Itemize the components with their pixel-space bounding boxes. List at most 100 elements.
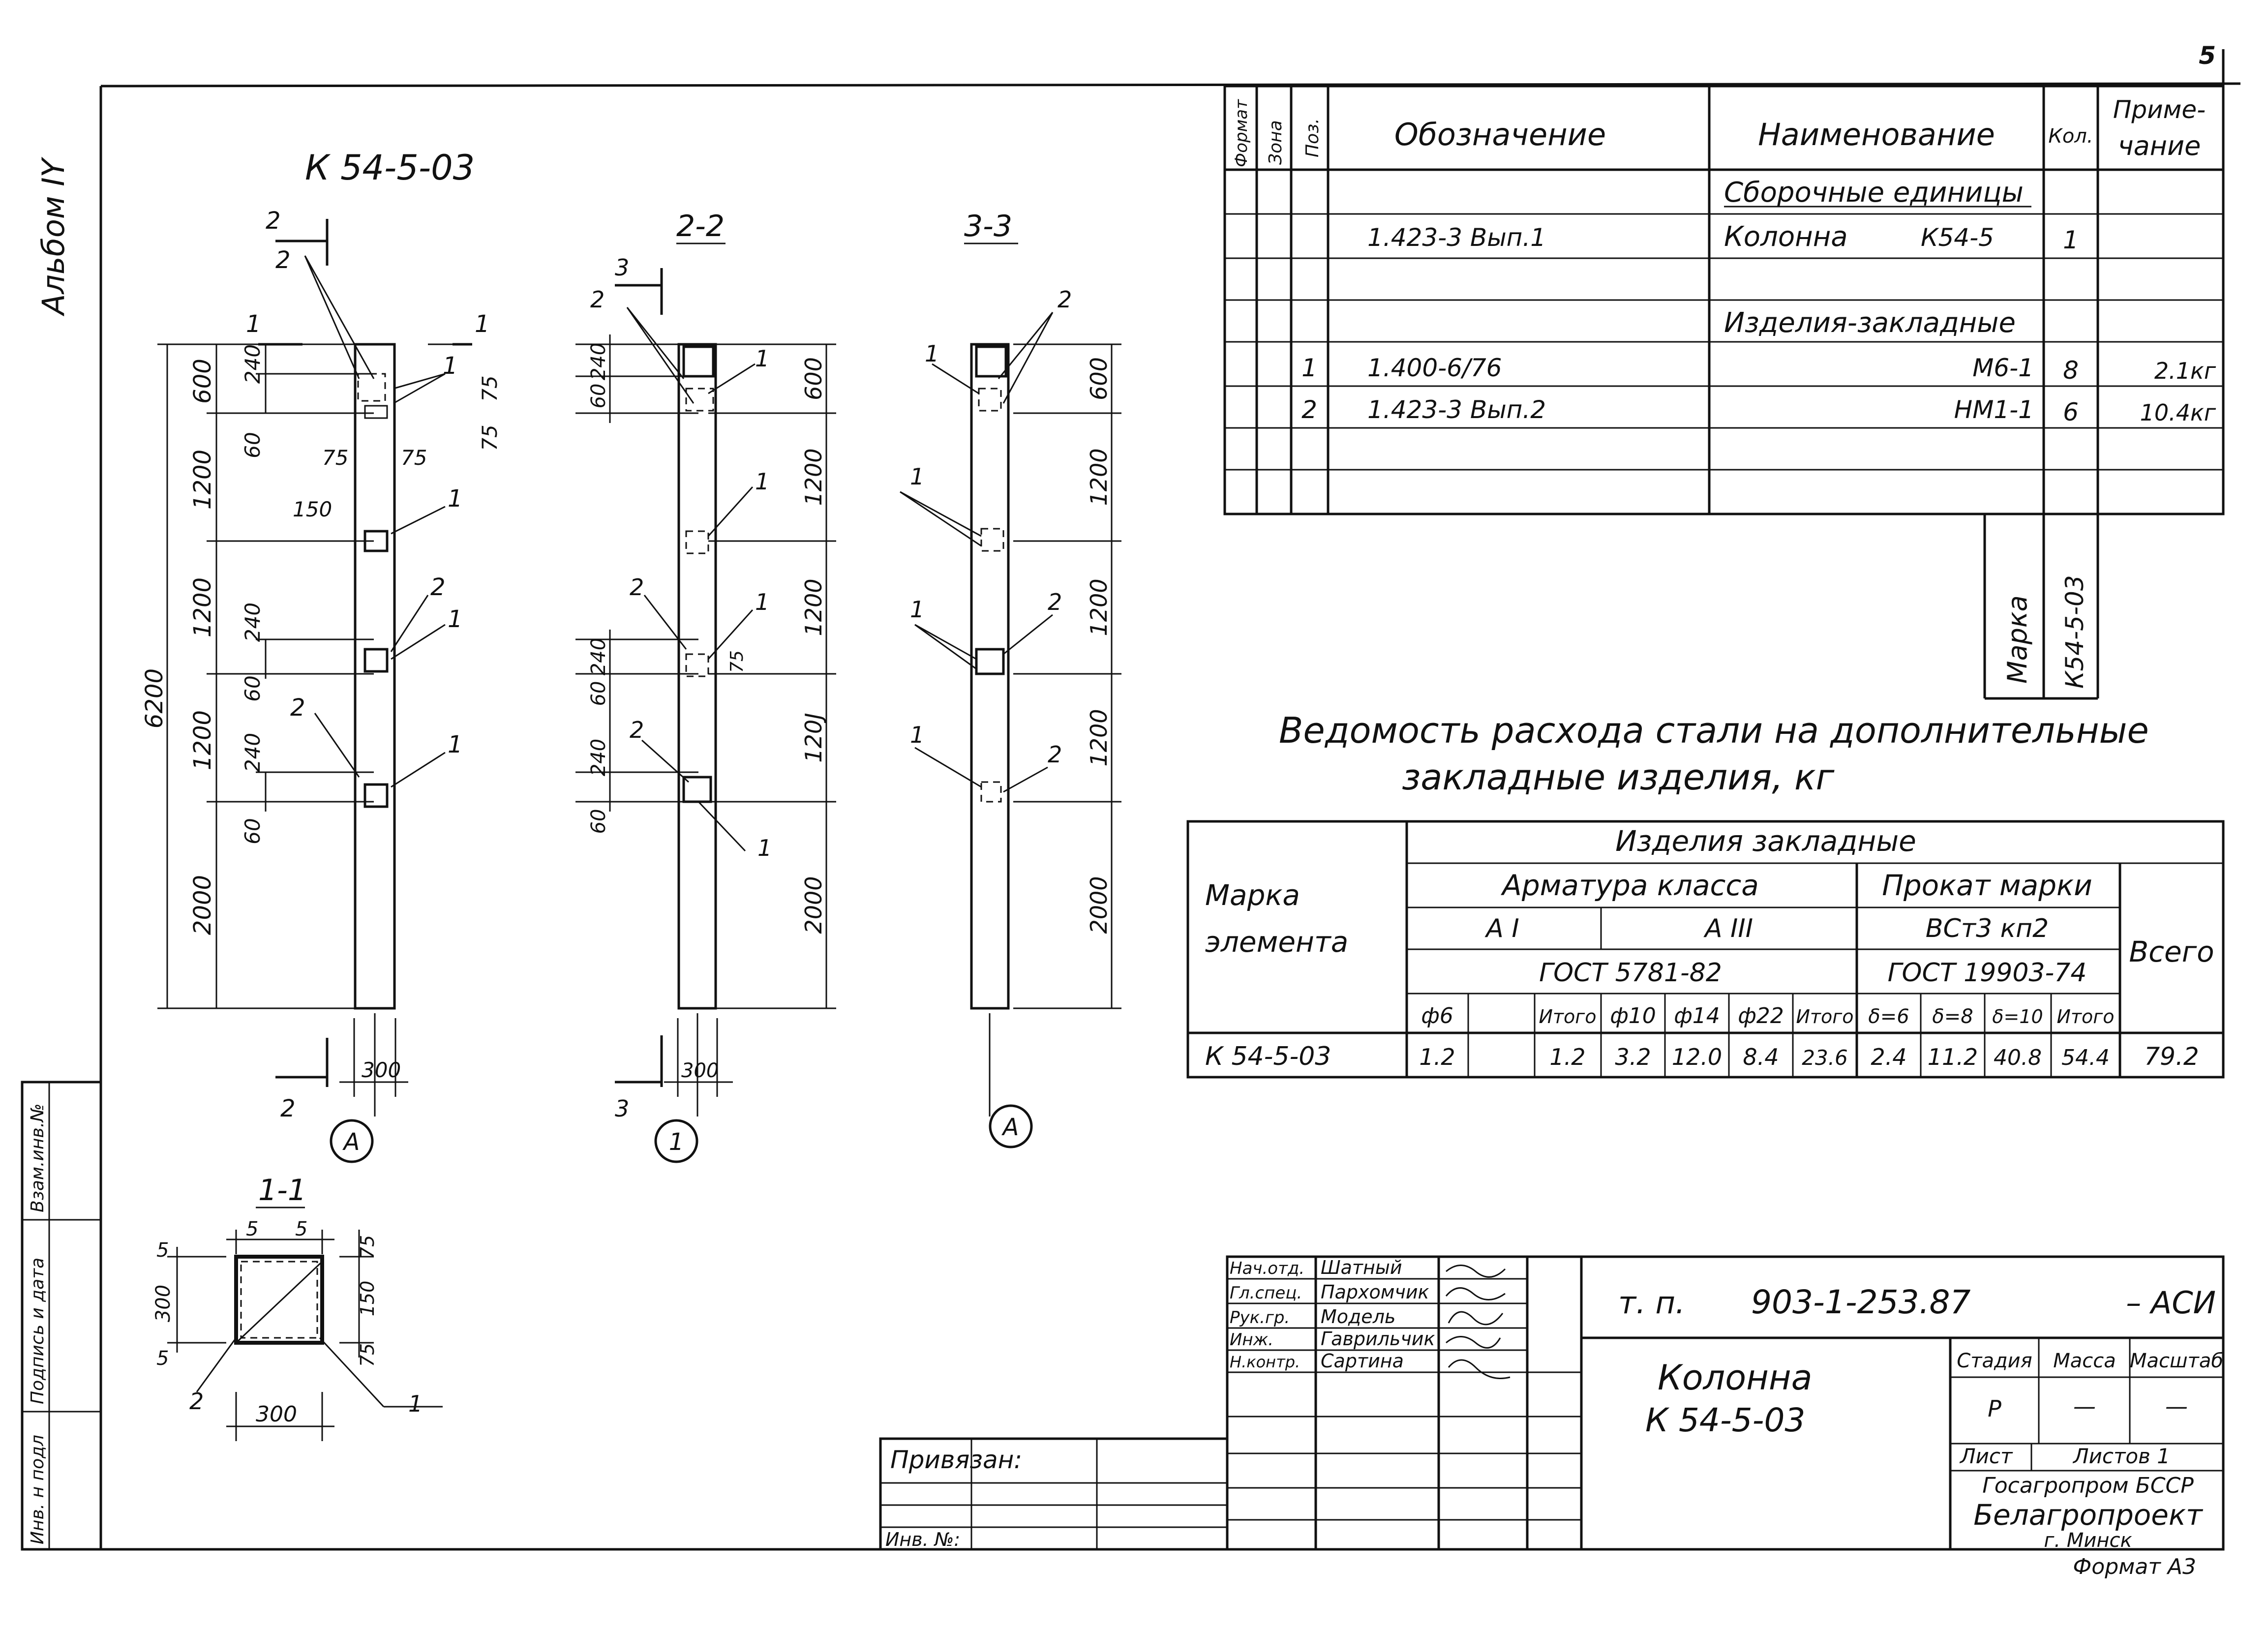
tb-org-city: г. Минск — [2044, 1529, 2132, 1552]
steel-val-0: 1.2 — [1419, 1044, 1455, 1070]
steel-h-izdelia: Изделия закладные — [1615, 824, 1916, 858]
steel-h-prokat: Прокат марки — [1882, 869, 2092, 902]
spec-h-format: Формат — [1232, 99, 1251, 167]
cut-2-top-label: 2 — [266, 207, 281, 235]
spec-table — [1223, 85, 2225, 700]
tb-role-4: Н.контр. — [1230, 1353, 1300, 1371]
section-1-1-view — [167, 1230, 443, 1441]
steel-title-1: Ведомость расхода стали на дополнительны… — [1279, 710, 2149, 751]
section-3-3-title: 3-3 — [964, 209, 1012, 243]
s22-dim-240-c: 240 — [587, 739, 610, 776]
steel-sub-3: ф10 — [1610, 1003, 1656, 1028]
section-1-1-title: 1-1 — [258, 1173, 306, 1207]
dim-240-b: 240 — [241, 603, 265, 642]
elev-pos-2-c: 2 — [290, 694, 305, 722]
s22-dim-1200-b: 1200 — [800, 578, 827, 636]
s11-dim-300-bottom: 300 — [256, 1402, 297, 1427]
s22-dim-2000: 2000 — [800, 876, 827, 934]
tb-role-3: Инж. — [1230, 1330, 1273, 1350]
s33-pos-1-a: 1 — [925, 340, 939, 367]
axis-bubble-1 — [654, 1119, 698, 1163]
steel-h-armatura: Арматура класса — [1500, 869, 1759, 902]
dim-1200-b: 1200 — [189, 577, 216, 637]
tb-listov-label: Листов 1 — [2072, 1444, 2170, 1468]
s33-pos-2-a: 2 — [1058, 286, 1072, 313]
steel-sub-7: δ=6 — [1868, 1005, 1909, 1028]
steel-sub-9: δ=10 — [1992, 1006, 2043, 1027]
steel-table — [1186, 820, 2225, 1079]
s11-dim-300-left: 300 — [152, 1285, 175, 1322]
tb-name-0: Шатный — [1321, 1257, 1402, 1278]
cut-1-left-label: 1 — [246, 310, 261, 338]
elev-pos-1-d: 1 — [448, 731, 463, 758]
dim-1200-a: 1200 — [189, 450, 216, 510]
tb-massa: — — [2073, 1393, 2096, 1419]
s22-dim-60-c: 60 — [587, 809, 610, 834]
spec-h-zona: Зона — [1266, 120, 1286, 165]
spec-row-4-obozn: 1.400-6/76 — [1367, 354, 1502, 382]
tb-org-1: Госагропром БССР — [1982, 1473, 2194, 1498]
s11-pos-1: 1 — [408, 1390, 423, 1417]
spec-h-oboznachenie: Обозначение — [1394, 117, 1606, 152]
steel-val-7: 2.4 — [1871, 1044, 1906, 1070]
dim-1200-c: 1200 — [189, 710, 216, 770]
steel-h-vst: ВСт3 кп2 — [1926, 914, 2049, 943]
axis-a-label: А — [342, 1128, 360, 1156]
s22-dim-240-b: 240 — [587, 638, 610, 675]
steel-sub-4: ф14 — [1674, 1003, 1720, 1028]
dim-75-a: 75 — [322, 446, 348, 470]
tb-list-label: Лист — [1959, 1444, 2013, 1468]
s22-pos-1-b: 1 — [755, 468, 769, 495]
section-3-3-view — [900, 312, 1121, 1117]
s33-pos-1-d: 1 — [910, 722, 924, 748]
spec-row-4-prim: 2.1кг — [2154, 358, 2216, 384]
steel-val-3: 3.2 — [1615, 1044, 1651, 1070]
stamp-inv-podl: Инв. н подл — [28, 1435, 48, 1544]
steel-val-4: 12.0 — [1672, 1044, 1722, 1070]
steel-h-gost1: ГОСТ 5781-82 — [1539, 958, 1722, 988]
s33-pos-1-c: 1 — [910, 596, 924, 623]
steel-h-marka: Марка — [1205, 878, 1300, 912]
album-label: Альбом IY — [35, 156, 71, 317]
s22-pos-2-c: 2 — [630, 717, 644, 743]
spec-row-3-name: Изделия-закладные — [1724, 307, 2016, 339]
steel-val-11: 79.2 — [2144, 1042, 2199, 1071]
spec-row-4-poz: 1 — [1301, 354, 1317, 382]
steel-h-gost2: ГОСТ 19903-74 — [1888, 958, 2087, 988]
tb-org-2: Белагропроект — [1973, 1498, 2204, 1532]
tb-object-1: Колонна — [1658, 1358, 1813, 1398]
spec-row-5-poz: 2 — [1301, 395, 1317, 424]
tb-object-2: К 54-5-03 — [1645, 1401, 1805, 1439]
s33-dim-600: 600 — [1086, 357, 1112, 400]
s22-dim-1200-c: 120J — [800, 713, 827, 762]
elevation-dimensions — [157, 343, 408, 1117]
dim-total: 6200 — [141, 668, 168, 728]
s11-pos-2: 2 — [189, 1388, 204, 1415]
s33-dim-1200-b: 1200 — [1086, 578, 1112, 636]
axis-1-label: 1 — [669, 1128, 684, 1156]
axis-a-label-2: А — [1001, 1114, 1019, 1141]
spec-row-5-prim: 10.4кг — [2140, 399, 2216, 426]
dim-75-b: 75 — [401, 446, 427, 470]
s33-dim-2000: 2000 — [1086, 876, 1112, 934]
steel-val-8: 11.2 — [1928, 1044, 1978, 1070]
s33-dim-1200-c: 1200 — [1086, 709, 1112, 766]
s22-pos-1-d: 1 — [757, 835, 772, 861]
spec-row-1-obozn: 1.423-3 Вып.1 — [1367, 223, 1546, 252]
dim-240-c: 240 — [241, 733, 265, 772]
dim-60-c: 60 — [241, 818, 265, 844]
tb-masshtab: — — [2165, 1393, 2188, 1419]
tb-name-1: Пархомчик — [1321, 1281, 1429, 1303]
dim-300-elev: 300 — [362, 1058, 401, 1082]
tb-masshtab-label: Масштаб — [2130, 1350, 2223, 1372]
dim-75-d: 75 — [478, 424, 502, 451]
tb-role-2: Рук.гр. — [1230, 1308, 1290, 1328]
steel-title-2: закладные изделия, кг — [1402, 756, 1835, 798]
s22-dim-60-b: 60 — [587, 681, 610, 706]
section-2-2-title: 2-2 — [676, 209, 725, 243]
s22-dim-1200-a: 1200 — [800, 448, 827, 506]
steel-val-10: 54.4 — [2061, 1045, 2110, 1070]
spec-row-1-mark: К54-5 — [1921, 223, 1994, 252]
steel-sub-0: ф6 — [1421, 1003, 1453, 1028]
axis-bubble-a-2 — [989, 1104, 1033, 1148]
